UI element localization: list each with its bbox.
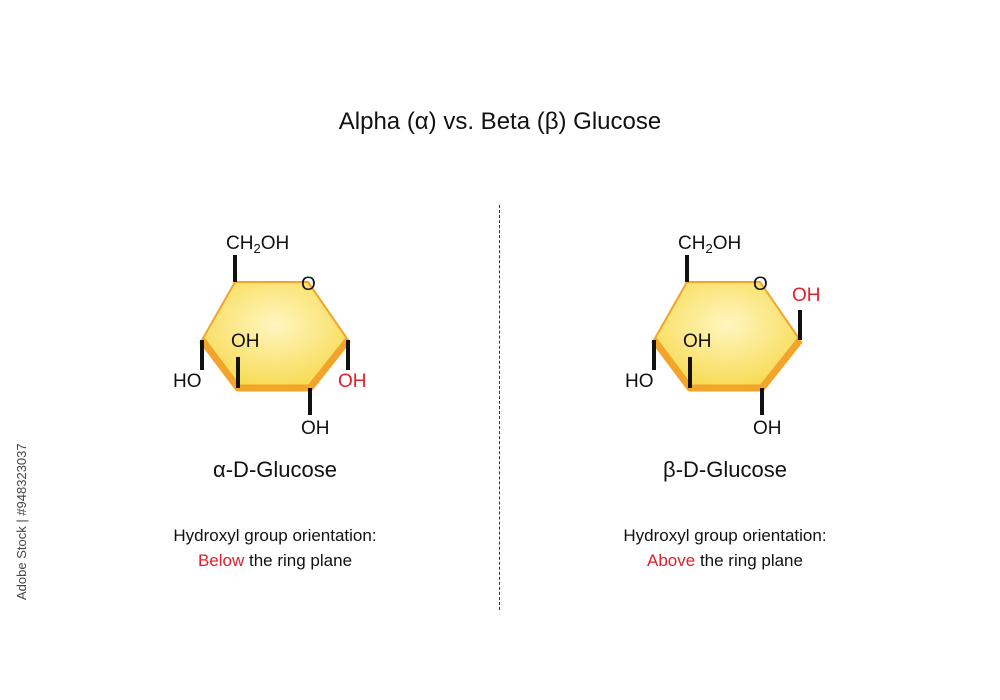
orientation-rest: the ring plane: [244, 551, 353, 570]
diagram-title: Alpha (α) vs. Beta (β) Glucose: [338, 108, 662, 135]
ho-c4-label: HO: [625, 371, 654, 392]
oh-c3-label: OH: [683, 331, 712, 352]
ring-front-edge: [651, 337, 803, 392]
stock-watermark: Adobe Stock | #948323037: [14, 443, 29, 600]
oh-c1-label-highlight: OH: [338, 371, 367, 392]
orientation-heading: Hydroxyl group orientation:: [173, 526, 377, 545]
alpha-ring-diagram: CH2OH O OH HO OH OH: [173, 233, 367, 439]
orientation-detail: Above the ring plane: [565, 548, 885, 573]
beta-orientation: Hydroxyl group orientation: Above the ri…: [565, 523, 885, 573]
alpha-name: α-D-Glucose: [213, 457, 337, 482]
ho-c4-label: HO: [173, 371, 202, 392]
beta-ring-diagram: CH2OH O OH OH HO OH: [625, 233, 821, 439]
dashed-divider: [499, 205, 500, 610]
ring-front-edge: [199, 337, 351, 392]
orientation-rest: the ring plane: [695, 551, 803, 570]
orientation-keyword: Above: [647, 551, 696, 570]
orientation-detail: Below the ring plane: [115, 548, 435, 573]
ch2oh-label: CH2OH: [678, 233, 741, 256]
ring-oxygen-label: O: [301, 274, 316, 295]
ring-oxygen-label: O: [753, 274, 768, 295]
alpha-orientation: Hydroxyl group orientation: Below the ri…: [115, 523, 435, 573]
oh-c3-label: OH: [231, 331, 260, 352]
beta-glucose-panel: CH2OH O OH OH HO OH β-D-Glucose Hydroxyl…: [565, 225, 885, 585]
orientation-keyword: Below: [197, 551, 245, 570]
orientation-heading: Hydroxyl group orientation:: [623, 526, 827, 545]
alpha-glucose-panel: CH2OH O OH HO OH OH α-D-Glucose Hydroxyl…: [115, 225, 435, 585]
beta-name: β-D-Glucose: [663, 457, 787, 482]
oh-c1-label-highlight: OH: [792, 285, 821, 306]
oh-c2-label: OH: [301, 418, 330, 439]
ch2oh-label: CH2OH: [226, 233, 289, 256]
oh-c2-label: OH: [753, 418, 782, 439]
